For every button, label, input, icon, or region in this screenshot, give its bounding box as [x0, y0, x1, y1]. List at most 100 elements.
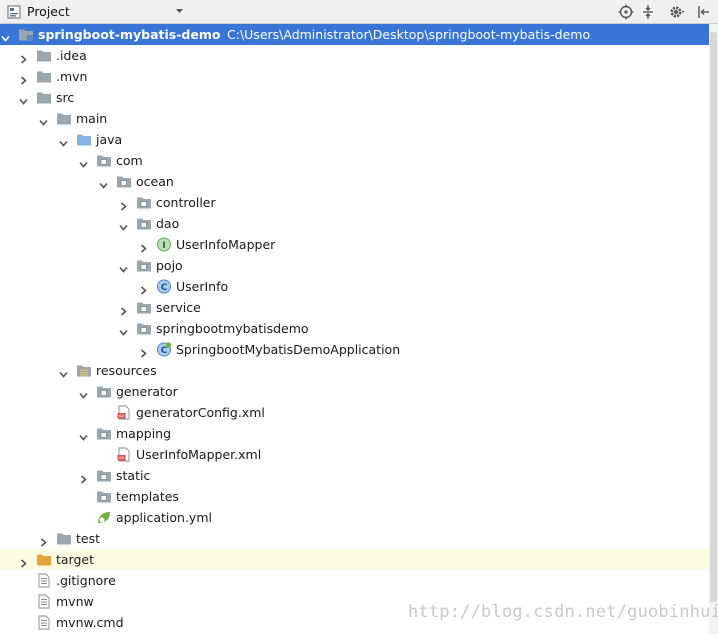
project-view-title[interactable]: Project — [27, 4, 70, 19]
package-icon — [96, 468, 112, 483]
tree-row-controller[interactable]: controller — [0, 192, 718, 213]
tree-item-label: .idea — [56, 48, 87, 63]
scrollbar-thumb[interactable] — [710, 32, 717, 602]
tree-row-idea[interactable]: .idea — [0, 45, 718, 66]
tree-item-label: src — [56, 90, 75, 105]
tree-row-gitignore[interactable]: .gitignore — [0, 570, 718, 591]
module-folder-icon — [18, 27, 34, 42]
tree-item-label: generator — [116, 384, 178, 399]
chevron-down-icon[interactable] — [58, 365, 69, 378]
tree-item-label: springboot-mybatis-demo — [38, 27, 221, 42]
chevron-right-icon[interactable] — [78, 470, 89, 484]
text-file-icon — [36, 615, 52, 630]
project-toolbar: Project — [0, 0, 718, 24]
svg-text:I: I — [162, 241, 165, 251]
tree-row-userinfo[interactable]: C UserInfo — [0, 276, 718, 297]
tree-item-label: mvnw — [56, 594, 94, 609]
package-icon — [136, 258, 152, 273]
chevron-right-icon[interactable] — [138, 344, 149, 358]
chevron-down-icon[interactable] — [78, 428, 89, 441]
tree-row-springbootmybatisdemoapplication[interactable]: C SpringbootMybatisDemoApplication — [0, 339, 718, 360]
chevron-right-icon[interactable] — [138, 281, 149, 295]
tree-row-service[interactable]: service — [0, 297, 718, 318]
tree-row-generatorconfig-xml[interactable]: <> generatorConfig.xml — [0, 402, 718, 423]
chevron-down-icon[interactable] — [78, 386, 89, 399]
tree-row-ocean[interactable]: ocean — [0, 171, 718, 192]
tree-row-mvn[interactable]: .mvn — [0, 66, 718, 87]
chevron-down-icon[interactable] — [18, 92, 29, 105]
tree-item-label: application.yml — [116, 510, 212, 525]
tree-item-label: resources — [96, 363, 157, 378]
tree-item-label: UserInfo — [176, 279, 229, 294]
tree-row-com[interactable]: com — [0, 150, 718, 171]
tree-row-springbootmybatisdemo[interactable]: springbootmybatisdemo — [0, 318, 718, 339]
chevron-down-icon[interactable] — [58, 134, 69, 147]
vertical-scrollbar[interactable] — [709, 24, 718, 634]
tree-row-main[interactable]: main — [0, 108, 718, 129]
chevron-right-icon[interactable] — [18, 554, 29, 568]
svg-text:C: C — [161, 346, 168, 356]
dropdown-arrow-icon[interactable] — [175, 6, 184, 16]
package-icon — [136, 195, 152, 210]
class-icon: C — [156, 279, 172, 294]
package-icon — [96, 384, 112, 399]
chevron-right-icon[interactable] — [118, 302, 129, 316]
tree-row-application-yml[interactable]: application.yml — [0, 507, 718, 528]
text-file-icon — [36, 594, 52, 609]
gear-icon[interactable] — [669, 4, 685, 20]
collapse-all-icon[interactable] — [640, 4, 656, 20]
tree-item-label: SpringbootMybatisDemoApplication — [176, 342, 401, 357]
tree-row-java[interactable]: java — [0, 129, 718, 150]
chevron-right-icon[interactable] — [38, 533, 49, 547]
chevron-down-icon[interactable] — [118, 260, 129, 273]
folder-icon — [56, 531, 72, 546]
tree-row-userinfomapper-xml[interactable]: <>UserInfoMapper.xml — [0, 444, 718, 465]
tree-row-src[interactable]: src — [0, 87, 718, 108]
tree-item-label: springbootmybatisdemo — [156, 321, 309, 336]
chevron-down-icon[interactable] — [38, 113, 49, 126]
tree-row-generator[interactable]: generator — [0, 381, 718, 402]
tree-row-target[interactable]: target — [0, 549, 718, 570]
tree-row-dao[interactable]: dao — [0, 213, 718, 234]
project-tree: springboot-mybatis-demo C:\Users\Administ… — [0, 24, 718, 633]
xml-file-icon: <> — [116, 447, 132, 462]
tree-row-mapping[interactable]: mapping — [0, 423, 718, 444]
chevron-right-icon[interactable] — [18, 71, 29, 85]
project-path: C:\Users\Administrator\Desktop\springboo… — [227, 27, 591, 42]
svg-text:<>: <> — [118, 414, 124, 420]
chevron-down-icon[interactable] — [78, 155, 89, 168]
chevron-right-icon[interactable] — [138, 239, 149, 253]
tree-item-label: mvnw.cmd — [56, 615, 124, 630]
tree-row-static[interactable]: static — [0, 465, 718, 486]
target-icon[interactable] — [618, 4, 634, 20]
tree-item-label: target — [56, 552, 95, 567]
chevron-down-icon[interactable] — [118, 323, 129, 336]
tree-item-label: com — [116, 153, 143, 168]
tree-row-resources[interactable]: resources — [0, 360, 718, 381]
chevron-down-icon[interactable] — [98, 176, 109, 189]
package-icon — [136, 321, 152, 336]
tree-item-label: templates — [116, 489, 179, 504]
chevron-down-icon[interactable] — [0, 29, 11, 42]
tree-item-label: dao — [156, 216, 180, 231]
tree-item-label: java — [96, 132, 123, 147]
tree-row-springboot-mybatis-demo[interactable]: springboot-mybatis-demo C:\Users\Administ… — [0, 24, 718, 45]
tree-row-templates[interactable]: templates — [0, 486, 718, 507]
xml-file-icon: <> — [116, 405, 132, 420]
tree-row-mvnw-cmd[interactable]: mvnw.cmd — [0, 612, 718, 633]
hide-panel-icon[interactable] — [696, 4, 712, 20]
tree-item-label: static — [116, 468, 151, 483]
folder-icon — [36, 48, 52, 63]
tree-row-mvnw[interactable]: mvnw — [0, 591, 718, 612]
chevron-down-icon[interactable] — [118, 218, 129, 231]
tree-item-label: mapping — [116, 426, 172, 441]
chevron-right-icon[interactable] — [18, 50, 29, 64]
package-icon — [96, 153, 112, 168]
tree-row-pojo[interactable]: pojo — [0, 255, 718, 276]
folder-icon — [36, 90, 52, 105]
project-view-icon[interactable] — [7, 5, 21, 19]
tree-row-test[interactable]: test — [0, 528, 718, 549]
chevron-right-icon[interactable] — [118, 197, 129, 211]
tree-item-label: generatorConfig.xml — [136, 405, 265, 420]
